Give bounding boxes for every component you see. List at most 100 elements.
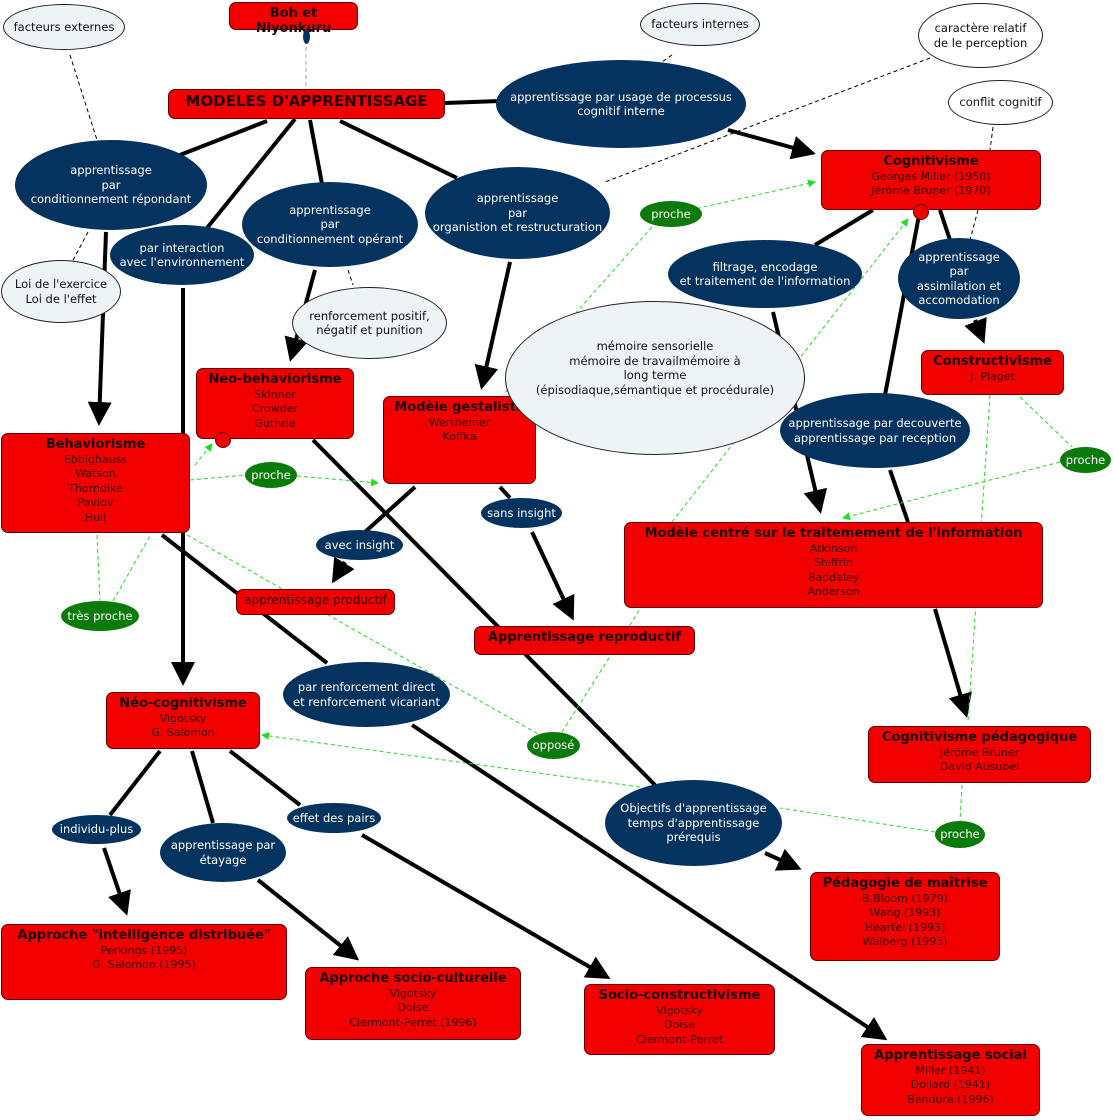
link-text: par (507, 205, 528, 220)
concept-apprentissage-productif[interactable]: apprentissage productif (236, 589, 395, 615)
note-text: Loi de l'exercice (14, 277, 108, 291)
link-effet-pairs[interactable]: effet des pairs (287, 803, 381, 833)
concept-title: Constructivisme (933, 354, 1052, 369)
author: G. Salomon (1995) (92, 958, 196, 971)
concept-title: Approche socio-culturelle (319, 971, 507, 986)
link-text: organistion et restructuration (432, 220, 603, 235)
link-text: prérequis (666, 830, 721, 845)
author: Jérôme Bruner (939, 745, 1020, 759)
concept-title: Boh et Niyonkuru (255, 6, 332, 36)
link-text: apprentissage par decouverte (788, 416, 962, 430)
concept-modeles-apprentissage[interactable]: MODELES D'APPRENTISSAGE (168, 89, 445, 119)
note-conflit-cognitif[interactable]: conflit cognitif (948, 80, 1053, 125)
note-text: facteurs internes (651, 17, 749, 32)
author: Anderson (807, 585, 860, 598)
link-text: individu-plus (59, 822, 134, 837)
link-text: apprentissage (70, 163, 152, 178)
concept-title: Apprentissage reproductif (487, 630, 682, 645)
relation-tres-proche[interactable]: très proche (61, 601, 139, 631)
link-text: étayage (199, 852, 247, 867)
link-text: accomodation (918, 293, 1000, 307)
author: Ebbighauss (63, 452, 128, 466)
connector-dot (913, 204, 929, 220)
relation-proche-pedagogique[interactable]: proche (935, 821, 985, 848)
concept-modele-traitement-information[interactable]: Modèle centré sur le traitemement de l'i… (624, 522, 1043, 608)
concept-title: Cognitivisme pédagogique (881, 730, 1078, 745)
note-links (69, 54, 994, 286)
author: Bandura (1996) (907, 1092, 994, 1106)
author: Clermont-Perret (635, 1032, 724, 1046)
note-facteurs-externes[interactable]: facteurs externes (3, 4, 125, 50)
link-text: conditionnement opérant (256, 231, 404, 246)
link-text: effet des pairs (292, 810, 376, 825)
concept-apprentissage-reproductif[interactable]: Apprentissage reproductif (474, 626, 695, 655)
author: Skinner (254, 387, 296, 401)
link-text: et renforcement vicariant (293, 694, 440, 709)
link-avec-insight[interactable]: avec insight (316, 530, 403, 560)
link-text: par (101, 177, 121, 192)
relation-proche-constructivisme[interactable]: proche (1060, 447, 1111, 473)
link-individu-plus[interactable]: individu-plus (52, 815, 141, 844)
link-text: sans insight (487, 505, 556, 520)
note-renforcement-positif[interactable]: renforcement positif,négatif et punition (292, 287, 447, 359)
author: Vigotsky (389, 986, 437, 1000)
concept-title: Socio-constructivisme (598, 988, 761, 1003)
author: Shiffrin (813, 556, 854, 569)
note-text: renforcement positif, (309, 308, 430, 323)
author: Guthrie (254, 416, 296, 430)
concept-title: MODELES D'APPRENTISSAGE (185, 92, 428, 110)
concept-intelligence-distribuee[interactable]: Approche "intelligence distribuée"Perkin… (1, 924, 287, 1000)
link-text: apprentissage (476, 191, 559, 206)
relation-oppose[interactable]: opposé (527, 732, 580, 759)
author: Dollard (1941) (910, 1078, 991, 1091)
note-text: caractère relatif (934, 21, 1027, 35)
author: Doise (397, 1001, 429, 1014)
author: Clermont-Perret (1996) (349, 1015, 477, 1029)
relation-proche-cognitivisme[interactable]: proche (640, 201, 702, 227)
note-facteurs-internes[interactable]: facteurs internes (640, 3, 760, 46)
concept-boh-niyonkuru[interactable]: Boh et Niyonkuru (229, 2, 358, 35)
relation-proche-behaviorisme[interactable]: proche (245, 462, 297, 488)
author: Vigotsky (656, 1003, 703, 1017)
link-text: par (320, 217, 340, 232)
author: Vigotsky (159, 711, 207, 725)
link-text: apprentissage par (170, 838, 276, 852)
link-text: cognitif interne (577, 104, 665, 118)
author: Doise (664, 1018, 695, 1031)
relation-text: opposé (532, 738, 575, 753)
link-text: conditionnement répondant (30, 192, 192, 207)
link-sans-insight[interactable]: sans insight (481, 498, 562, 528)
link-text: apprentissage par usage de processus (510, 89, 732, 104)
note-text: Loi de l'effet (25, 291, 97, 306)
link-text: Objectifs d'apprentissage (620, 801, 767, 816)
author: Heartel (1993) (864, 920, 946, 934)
note-text: mémoire de travailmémoire à (569, 353, 741, 368)
author: Watson (75, 467, 116, 480)
